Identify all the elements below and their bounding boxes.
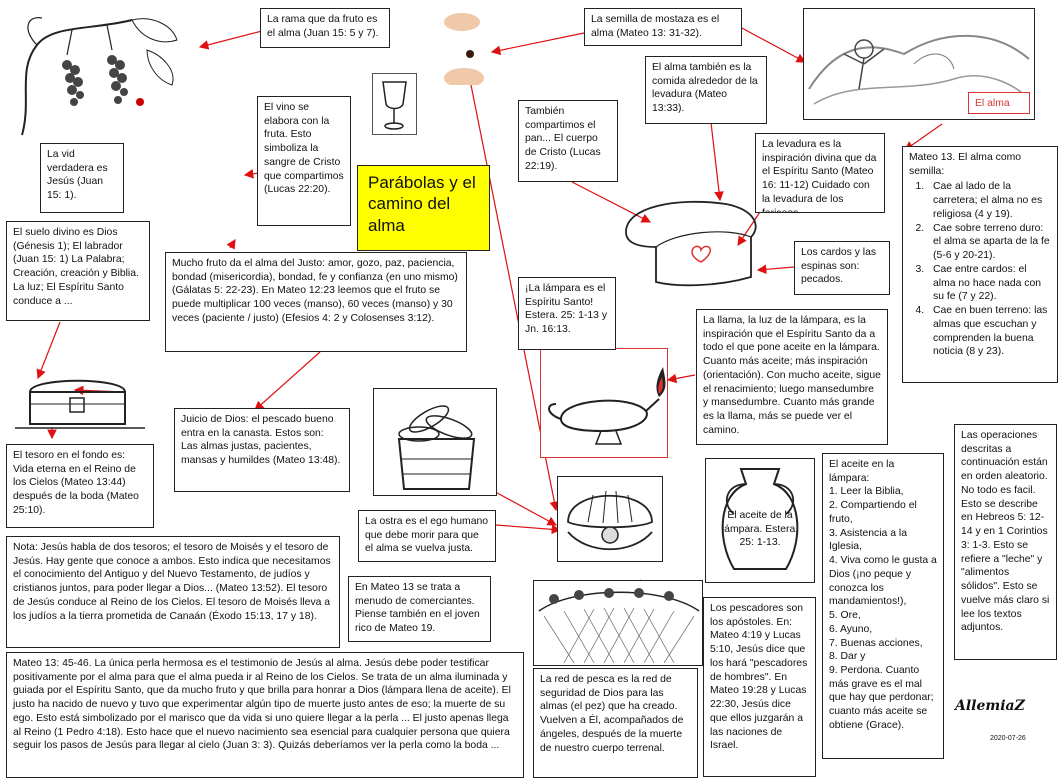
ostra-box: La ostra es el ego humano que debe morir… bbox=[358, 510, 496, 562]
fruto-box: Mucho fruto da el alma del Justo: amor, … bbox=[165, 252, 467, 352]
vino-box: El vino se elabora con la fruta. Esto si… bbox=[257, 96, 351, 226]
aceite-list-item: 9. Perdona. Cuanto más grave es el mal q… bbox=[829, 665, 934, 731]
fish-basket-illustration bbox=[373, 388, 497, 496]
perla-box: Mateo 13: 45-46. La única perla hermosa … bbox=[6, 652, 524, 778]
fishing-net-illustration bbox=[533, 580, 703, 666]
aceite-list-box: El aceite en la lámpara: 1. Leer la Bibl… bbox=[822, 453, 944, 759]
levadura-comida-box: El alma también es la comida alrededor d… bbox=[645, 56, 767, 124]
aceite-list-item: 4. Viva como le gusta a Dios (¡no peque … bbox=[829, 555, 937, 608]
tesoro-box: El tesoro en el fondo es: Vida eterna en… bbox=[6, 444, 154, 528]
grapevine-illustration bbox=[12, 10, 187, 140]
semilla-list-box: Mateo 13. El alma como semilla: Cae al l… bbox=[902, 146, 1058, 383]
aceite-list-item: 3. Asistencia a la Iglesia, bbox=[829, 527, 907, 553]
aceite-list-item: 2. Compartiendo el fruto, bbox=[829, 500, 917, 525]
llama-box: La llama, la luz de la lámpara, es la in… bbox=[696, 309, 888, 445]
aceite-list-item: 6. Ayuno, bbox=[829, 623, 873, 635]
semilla-list-item: Cae al lado de la carretera; el alma no … bbox=[927, 180, 1051, 221]
semilla-list-heading: Mateo 13. El alma como semilla: bbox=[909, 152, 1022, 177]
oil-lamp-illustration bbox=[540, 348, 668, 458]
wine-glass-icon bbox=[372, 73, 417, 135]
bread-illustration bbox=[616, 192, 766, 290]
date-label: 2020-07-26 bbox=[990, 735, 1026, 742]
aceite-list-item: 5. Ore, bbox=[829, 610, 861, 622]
semilla-list-item: Cae sobre terreno duro: el alma se apart… bbox=[927, 222, 1051, 263]
juicio-box: Juicio de Dios: el pescado bueno entra e… bbox=[174, 408, 350, 492]
vid-box: La vid verdadera es Jesús (Juan 15: 1). bbox=[40, 143, 124, 213]
el-alma-label: El alma bbox=[968, 92, 1030, 114]
pescadores-box: Los pescadores son los apóstoles. En: Ma… bbox=[703, 597, 816, 777]
cardos-box: Los cardos y las espinas son: pecados. bbox=[794, 241, 890, 295]
lampara-espiritu-box: ¡La lámpara es el Espíritu Santo! Estera… bbox=[518, 277, 616, 350]
oil-jar-illustration bbox=[705, 458, 815, 583]
aceite-list-heading: El aceite en la lámpara: bbox=[829, 459, 895, 484]
semilla-list: Cae al lado de la carretera; el alma no … bbox=[909, 180, 1051, 359]
rama-box: La rama que da fruto es el alma (Juan 15… bbox=[260, 8, 390, 48]
operaciones-box: Las operaciones descritas a continuación… bbox=[954, 424, 1057, 660]
semilla-box: La semilla de mostaza es el alma (Mateo … bbox=[584, 8, 742, 46]
oyster-pearl-illustration bbox=[557, 476, 663, 562]
aceite-list-item: 8. Dar y bbox=[829, 651, 866, 663]
semilla-list-item: Cae en buen terreno: las almas que escuc… bbox=[927, 304, 1051, 359]
red-box: La red de pesca es la red de seguridad d… bbox=[533, 668, 698, 778]
nota-box: Nota: Jesús habla de dos tesoros; el tes… bbox=[6, 536, 340, 648]
seed-in-fingers-image bbox=[432, 10, 502, 88]
levadura-inspiracion-box: La levadura es la inspiración divina que… bbox=[755, 133, 885, 213]
pan-box: También compartimos el pan... El cuerpo … bbox=[518, 100, 618, 182]
treasure-chest-illustration bbox=[15, 372, 140, 428]
comerciantes-box: En Mateo 13 se trata a menudo de comerci… bbox=[348, 576, 491, 642]
aceite-list-item: 7. Buenas acciones, bbox=[829, 637, 923, 649]
aceite-lampara-caption: El aceite de la lámpara. Estera. 25: 1-1… bbox=[721, 510, 799, 549]
semilla-list-item: Cae entre cardos: el alma no hace nada c… bbox=[927, 263, 1051, 304]
aceite-list-item: 1. Leer la Biblia, bbox=[829, 486, 904, 498]
suelo-box: El suelo divino es Dios (Génesis 1); El … bbox=[6, 221, 150, 321]
page-title: Parábolas y el camino del alma bbox=[357, 165, 490, 251]
author-signature: AllemiaZ bbox=[955, 698, 1025, 714]
